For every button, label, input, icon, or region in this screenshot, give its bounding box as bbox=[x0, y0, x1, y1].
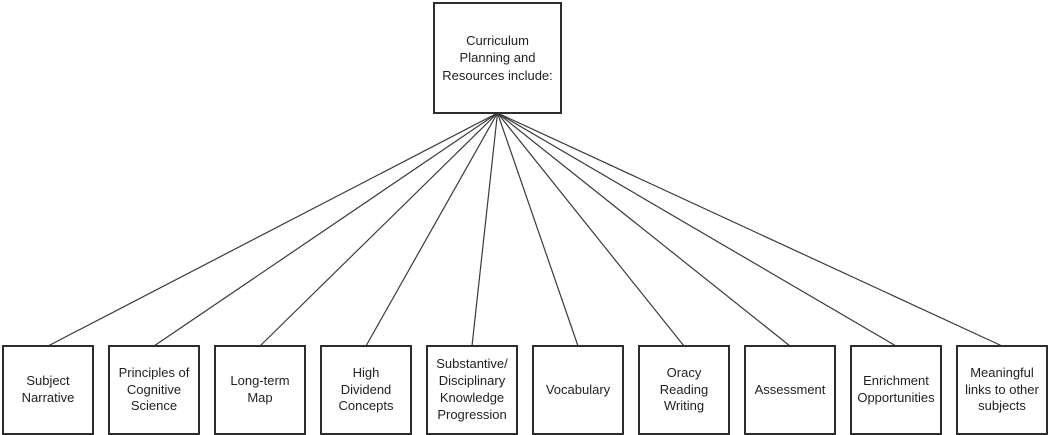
diagram-node: Enrichment Opportunities bbox=[850, 345, 942, 435]
children-row: Subject Narrative Principles of Cognitiv… bbox=[0, 345, 1050, 435]
diagram-node: Long-term Map bbox=[214, 345, 306, 435]
diagram-node-label: Long-term Map bbox=[230, 373, 290, 405]
root-node: Curriculum Planning and Resources includ… bbox=[433, 2, 562, 114]
diagram-node: Oracy Reading Writing bbox=[638, 345, 730, 435]
diagram-node-label: Substantive/ Disciplinary Knowledge Prog… bbox=[436, 356, 508, 422]
diagram-node: High Dividend Concepts bbox=[320, 345, 412, 435]
diagram-node-label: Oracy Reading Writing bbox=[659, 364, 709, 414]
diagram-node: Substantive/ Disciplinary Knowledge Prog… bbox=[426, 345, 518, 435]
diagram-node-label: Subject Narrative bbox=[21, 373, 75, 405]
diagram-node: Principles of Cognitive Science bbox=[108, 345, 200, 435]
diagram-node: Meaningful links to other subjects bbox=[956, 345, 1048, 435]
diagram-node-label: Principles of Cognitive Science bbox=[118, 364, 190, 414]
diagram-node-label: Assessment bbox=[754, 381, 826, 397]
diagram-node: Subject Narrative bbox=[2, 345, 94, 435]
diagram-node-label: High Dividend Concepts bbox=[338, 364, 394, 414]
diagram-node-label: Vocabulary bbox=[545, 381, 611, 397]
root-node-label: Curriculum Planning and Resources includ… bbox=[442, 32, 553, 83]
diagram-node: Assessment bbox=[744, 345, 836, 435]
diagram-node-label: Meaningful links to other subjects bbox=[965, 364, 1039, 414]
diagram-node-label: Enrichment Opportunities bbox=[857, 373, 935, 405]
diagram-node: Vocabulary bbox=[532, 345, 624, 435]
